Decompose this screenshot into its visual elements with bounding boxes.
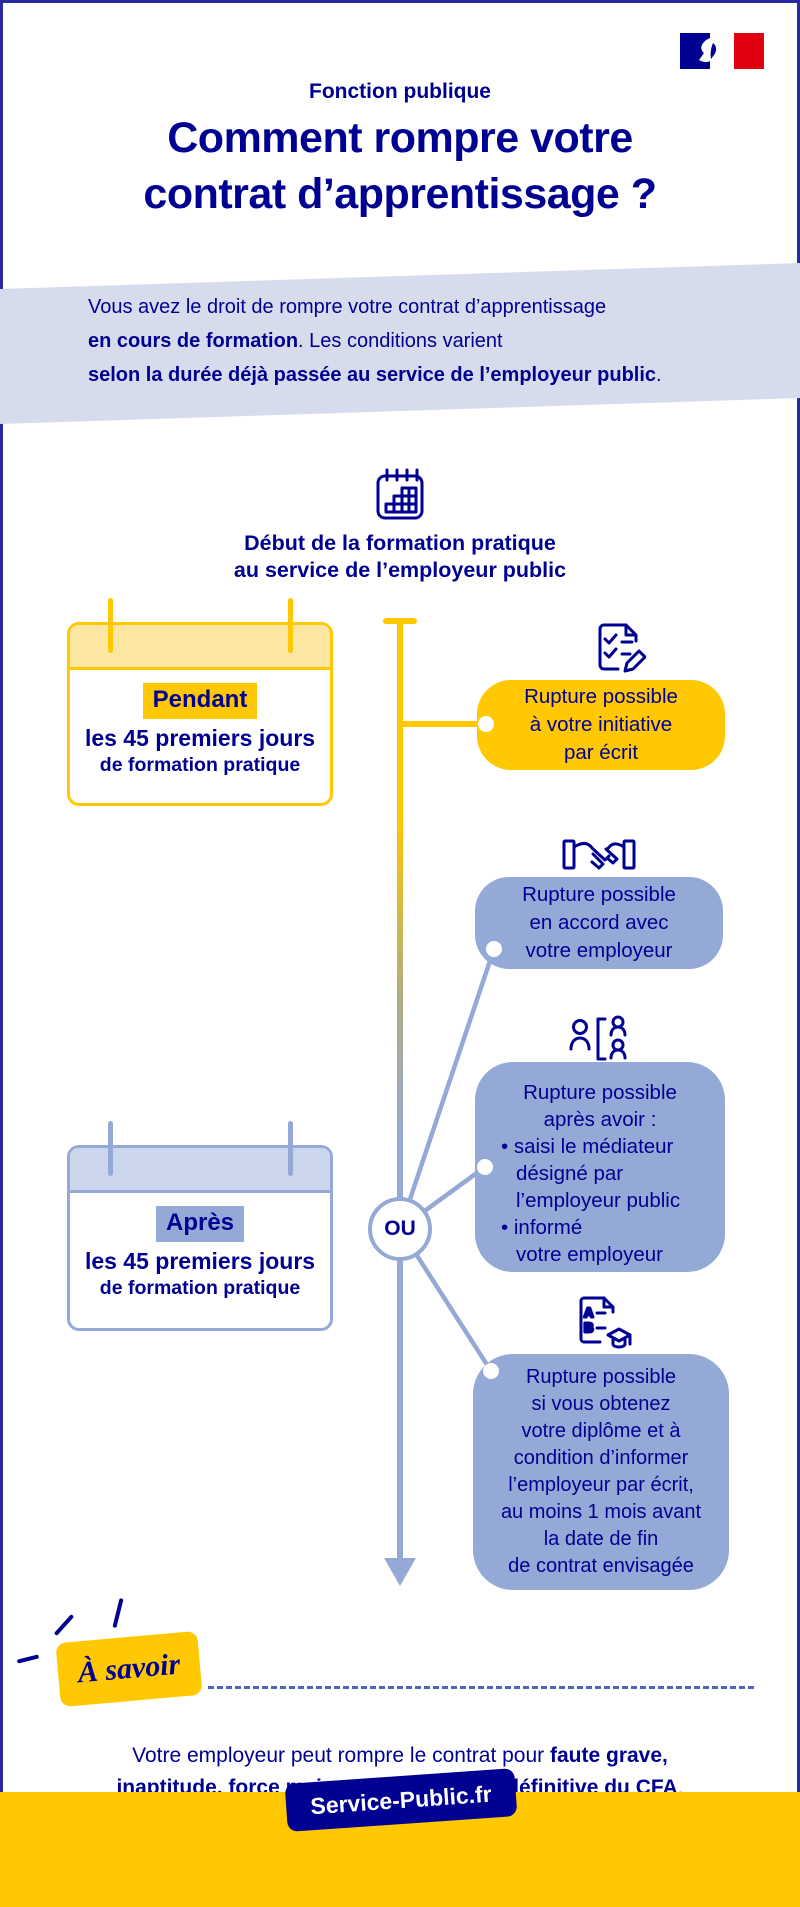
yellow-connector bbox=[402, 721, 484, 727]
connector-dot bbox=[478, 716, 494, 732]
arrow-down-icon bbox=[384, 1558, 416, 1586]
bubble-diplome-line4: condition d’informer bbox=[513, 1447, 689, 1469]
savoir-line1-bold: faute grave, bbox=[550, 1744, 668, 1767]
intro-text: Vous avez le droit de rompre votre contr… bbox=[88, 290, 748, 392]
spark-icon bbox=[53, 1614, 75, 1636]
bubble-initiative-line3: par écrit bbox=[563, 741, 639, 764]
card-pendant-45-jours: Pendant les 45 premiers jours de formati… bbox=[67, 598, 333, 806]
bubble-diplome: Rupture possible si vous obtenez votre d… bbox=[473, 1354, 729, 1590]
bubble-mediateur-line1: Rupture possible bbox=[523, 1080, 677, 1104]
bubble-mediateur-bullet2-cont: votre employeur bbox=[516, 1242, 663, 1266]
checklist-pencil-icon bbox=[592, 620, 647, 683]
page-title: Comment rompre votre contrat d’apprentis… bbox=[0, 110, 800, 222]
ou-circle: OU bbox=[368, 1197, 432, 1261]
connector-dot bbox=[477, 1159, 493, 1175]
spark-icon bbox=[112, 1597, 124, 1629]
pendant-tag: Pendant bbox=[142, 683, 258, 719]
card-apres-45-jours: Après les 45 premiers jours de formation… bbox=[67, 1121, 333, 1331]
handshake-icon bbox=[560, 832, 638, 881]
intro-line3-bold: selon la durée déjà passée au service de… bbox=[88, 364, 657, 386]
bubble-accord-line3: votre employeur bbox=[525, 939, 673, 962]
card-pin bbox=[108, 1121, 113, 1176]
card-pin bbox=[108, 598, 113, 653]
timeline-start-label: Début de la formation pratique au servic… bbox=[0, 530, 800, 584]
svg-text:A: A bbox=[584, 1305, 594, 1320]
bubble-accord-line2: en accord avec bbox=[529, 911, 669, 934]
bubble-diplome-line5: l’employeur par écrit, bbox=[508, 1474, 694, 1496]
card-pin bbox=[288, 598, 293, 653]
bubble-diplome-line8: de contrat envisagée bbox=[508, 1555, 694, 1577]
svg-text:B: B bbox=[584, 1320, 593, 1335]
apres-tag: Après bbox=[155, 1206, 245, 1242]
card-header-band bbox=[70, 1148, 330, 1193]
pendant-line1: les 45 premiers jours bbox=[84, 725, 316, 751]
bubble-mediateur: Rupture possible après avoir : • saisi l… bbox=[475, 1062, 725, 1272]
bubble-mediateur-line2: après avoir : bbox=[543, 1107, 657, 1131]
start-label-line2: au service de l’employeur public bbox=[233, 558, 567, 582]
spark-icon bbox=[16, 1654, 40, 1664]
calendar-icon bbox=[372, 466, 428, 527]
intro-line2-bold: en cours de formation bbox=[88, 330, 299, 352]
page-title-line1: Comment rompre votre bbox=[167, 114, 633, 162]
timeline-line-lower bbox=[397, 1258, 403, 1560]
dashed-divider bbox=[208, 1686, 754, 1689]
a-savoir-label: À savoir bbox=[76, 1647, 182, 1690]
savoir-line2-rest: . bbox=[677, 1776, 684, 1799]
intro-line2-rest: . Les conditions varient bbox=[298, 330, 503, 352]
apres-line2: de formation pratique bbox=[99, 1277, 301, 1299]
page-title-line2: contrat d’apprentissage ? bbox=[143, 170, 657, 218]
mediator-people-icon bbox=[568, 1014, 632, 1069]
french-republic-flag-logo bbox=[680, 33, 764, 74]
bubble-diplome-line6: au moins 1 mois avant bbox=[500, 1501, 702, 1523]
bubble-initiative-line2: à votre initiative bbox=[529, 713, 673, 736]
card-pin bbox=[288, 1121, 293, 1176]
apres-line1: les 45 premiers jours bbox=[84, 1248, 316, 1274]
bubble-diplome-line7: la date de fin bbox=[543, 1528, 659, 1550]
diploma-graduation-icon: A B bbox=[572, 1294, 634, 1355]
timeline-line-upper bbox=[397, 618, 403, 1201]
bubble-mediateur-bullet1-cont1: désigné par bbox=[516, 1161, 624, 1185]
bubble-initiative: Rupture possible à votre initiative par … bbox=[477, 680, 725, 770]
ou-label: OU bbox=[384, 1217, 416, 1240]
intro-line3-rest: . bbox=[656, 364, 662, 386]
bubble-initiative-line1: Rupture possible bbox=[524, 685, 678, 708]
pendant-line2: de formation pratique bbox=[99, 754, 301, 776]
bubble-accord-line1: Rupture possible bbox=[522, 883, 676, 906]
start-label-line1: Début de la formation pratique bbox=[244, 531, 556, 555]
card-header-band bbox=[70, 625, 330, 670]
connector-dot bbox=[483, 1363, 499, 1379]
a-savoir-badge: À savoir bbox=[55, 1630, 203, 1708]
connector-dot bbox=[486, 941, 502, 957]
bubble-accord: Rupture possible en accord avec votre em… bbox=[475, 877, 723, 969]
intro-line1: Vous avez le droit de rompre votre contr… bbox=[88, 296, 607, 318]
bubble-diplome-line3: votre diplôme et à bbox=[521, 1420, 681, 1442]
bubble-diplome-line1: Rupture possible bbox=[525, 1366, 677, 1388]
intro-band bbox=[0, 263, 800, 424]
bubble-mediateur-bullet2: • informé bbox=[501, 1215, 583, 1239]
savoir-line1-normal: Votre employeur peut rompre le contrat p… bbox=[132, 1744, 550, 1767]
bubble-mediateur-bullet1-cont2: l’employeur public bbox=[516, 1188, 681, 1212]
kicker-label: Fonction publique bbox=[309, 80, 491, 103]
bubble-mediateur-bullet1: • saisi le médiateur bbox=[501, 1134, 674, 1158]
bubble-diplome-line2: si vous obtenez bbox=[531, 1393, 671, 1415]
service-public-brand-label: Service-Public.fr bbox=[309, 1780, 493, 1819]
